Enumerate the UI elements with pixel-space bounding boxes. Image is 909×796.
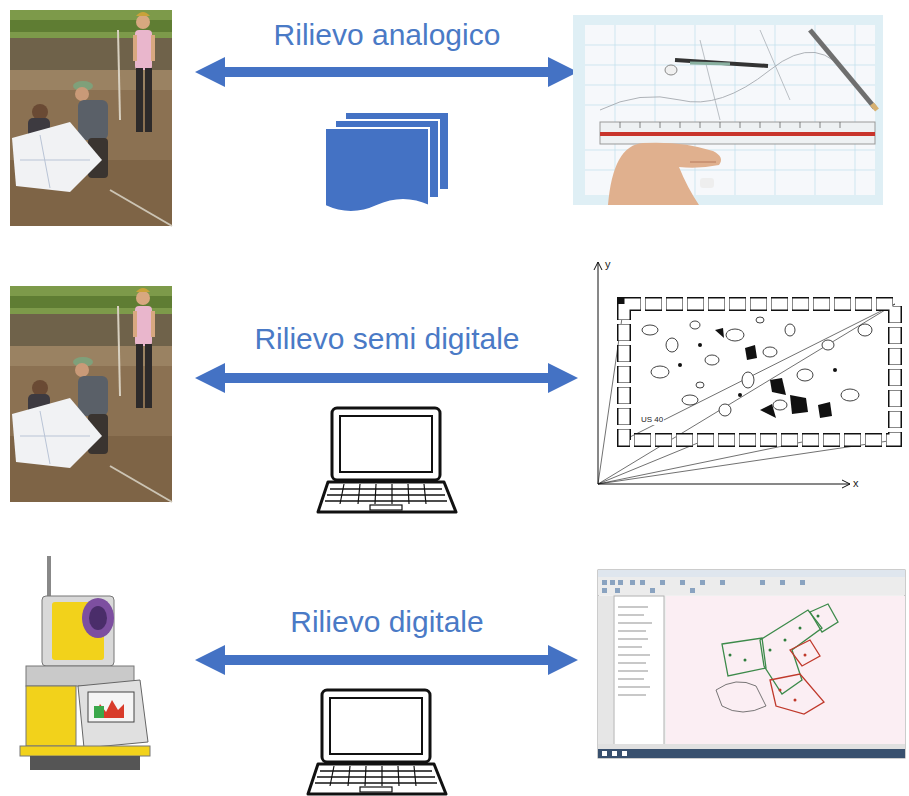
method-label: Rilievo semi digitale (254, 322, 519, 357)
method-label: Rilievo digitale (290, 605, 483, 640)
axis-label: y (604, 258, 612, 270)
unit-label: US 40 (640, 416, 664, 425)
axis-label: x (852, 477, 860, 489)
method-label: Rilievo analogico (274, 18, 501, 53)
